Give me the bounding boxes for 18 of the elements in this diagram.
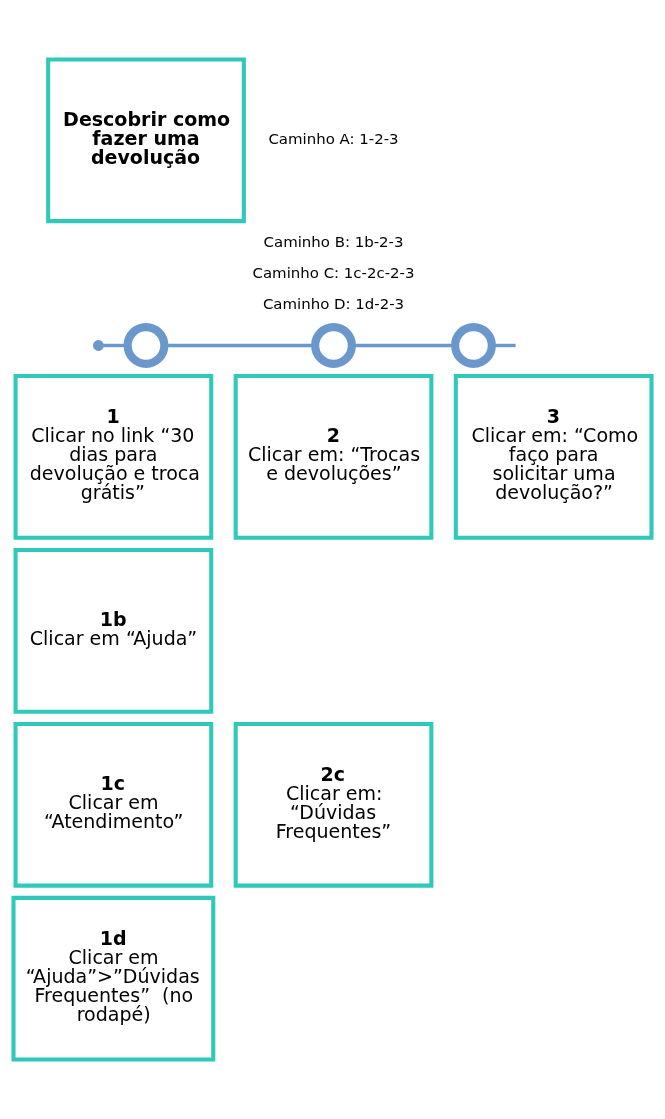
label: Caminho B: 1b-2-3 xyxy=(263,232,404,251)
node-circle xyxy=(311,323,356,368)
label: Caminho C: 1c-2c-2-3 xyxy=(252,263,415,282)
label: Caminho A: 1-2-3 xyxy=(268,130,399,149)
node-circle xyxy=(123,323,169,368)
node-box: 2c Clicar em: “Dúvidas Frequentes” xyxy=(233,721,434,888)
node-box: 1b Clicar em “Ajuda” xyxy=(13,547,214,714)
node-circle xyxy=(451,323,496,368)
node-box: 1c Clicar em “Atendimento” xyxy=(13,721,214,888)
node-box: 2 Clicar em: “Trocas e devoluções” xyxy=(233,374,434,540)
node-circle xyxy=(93,340,104,351)
node-box: 3 Clicar em: “Como faço para solicitar uma devolução?” xyxy=(453,374,654,540)
node-box: 1d Clicar em “Ajuda”>”Dúvidas Frequentes” (no rodapé) xyxy=(11,895,216,1062)
node-box: 1 Clicar no link “30 dias para devolução e troca grátis” xyxy=(13,374,214,540)
connector xyxy=(492,343,516,348)
label: Caminho D: 1d-2-3 xyxy=(262,295,405,314)
connector xyxy=(352,343,455,348)
node-box: Descobrir como fazer uma devolução xyxy=(46,57,246,224)
